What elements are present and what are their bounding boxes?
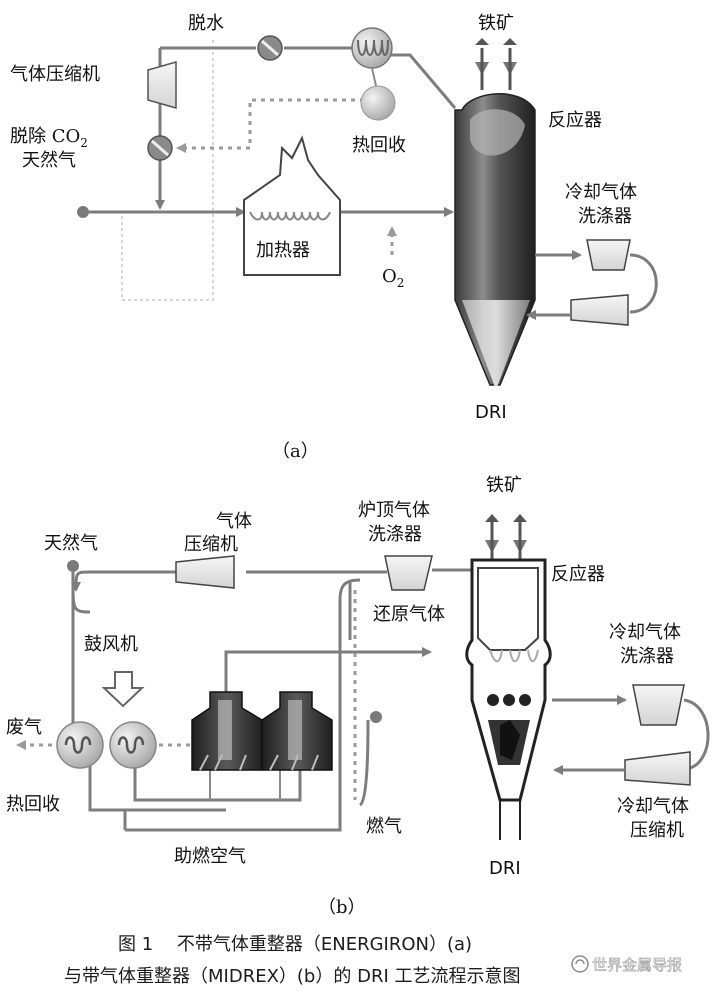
label-exhaust: 废气 [6,717,42,738]
natural-gas-inlet-dot-b [67,560,79,572]
combustion-air-return [125,578,361,832]
heat-recovery-return [176,98,364,153]
label-oxygen: O2 [382,266,404,290]
dewater-valve-icon [257,35,283,61]
label-gas-compressor-a: 气体压缩机 [10,64,100,85]
blower-arrow-icon [101,671,145,708]
label-top-scrubber-2: 洗涤器 [368,524,422,545]
label-combustion-air: 助燃空气 [174,846,246,867]
cooling-scrubber-a-icon [586,239,631,271]
watermark-text: 世界金属导报 [592,956,682,974]
label-reducing-gas: 还原气体 [373,604,445,625]
cooling-compressor-b-icon [624,751,691,786]
label-gas-compressor-b-1: 气体 [216,511,252,532]
label-cooling-scrubber-b-1: 冷却气体 [609,622,681,643]
label-reactor-a: 反应器 [548,110,602,131]
gas-compressor-b-icon [175,555,235,589]
label-panel-b: （b） [318,897,366,918]
heat-recovery-ball-icon [360,85,396,121]
label-heat-recovery-b: 热回收 [6,794,60,815]
reactor-b [465,514,552,840]
cooling-compressor-a-icon [570,294,629,326]
scrubber-loop-b-line [683,698,710,770]
gas-compressor-icon [147,61,177,109]
label-cooling-scrubber-a-2: 洗涤器 [578,206,632,227]
natural-gas-inlet-dot [77,206,89,218]
label-natural-gas-b: 天然气 [44,533,98,554]
heat-recovery-exchanger-1-icon [56,721,104,769]
label-cooling-scrubber-a-1: 冷却气体 [565,182,637,203]
label-co2-removal: 脱除 CO2 [10,126,88,150]
combustion-air-line [133,745,302,802]
exchanger-bottom-line [88,760,226,812]
reactor-top-gas-line [390,53,457,109]
heat-recovery-exchanger-2-icon [109,721,157,769]
fuel-gas-dot [370,711,382,723]
panel-a: 脱水 铁矿 气体压缩机 脱除 CO2 天然气 热回收 反应器 冷却气体 洗涤器 … [10,13,658,462]
label-gas-compressor-b-2: 压缩机 [184,534,238,555]
label-heater: 加热器 [256,240,310,261]
label-natural-gas-a: 天然气 [22,150,76,171]
co2-removal-valve-icon [147,135,173,161]
heat-exchanger-icon [351,27,393,69]
label-top-scrubber-1: 炉顶气体 [358,500,430,521]
label-cooling-compressor-b-2: 压缩机 [630,820,684,841]
label-cooling-compressor-b-1: 冷却气体 [617,796,689,817]
exchanger-link [371,67,377,87]
label-iron-ore-b: 铁矿 [486,475,522,496]
label-cooling-scrubber-b-2: 洗涤器 [620,646,674,667]
label-dri-a: DRI [475,402,507,423]
compressor-to-mix [71,570,176,592]
top-gas-scrubber-icon [384,555,433,591]
figure-caption-line-2: 与带气体重整器（MIDREX）(b）的 DRI 工艺流程示意图 [64,966,520,987]
label-dewater: 脱水 [188,13,224,34]
reformer-unit [191,691,333,771]
label-fuel-gas: 燃气 [366,816,402,837]
label-heat-recovery-a: 热回收 [352,135,406,156]
figure-caption-line-1: 图 1 不带气体重整器（ENERGIRON）(a) [118,934,472,955]
label-reactor-b: 反应器 [551,564,605,585]
reactor-a [454,38,536,390]
label-iron-ore-a: 铁矿 [478,13,514,34]
watermark-logo-icon [571,955,589,973]
panel-b: 铁矿 气体 压缩机 炉顶气体 洗涤器 天然气 反应器 还原气体 鼓风机 冷却气体… [6,475,710,918]
heater-unit [243,135,341,276]
scrubber-loop-line [629,253,658,314]
label-blower: 鼓风机 [84,634,138,655]
watermark: 世界金属导报 [571,955,682,974]
fuel-gas-line [358,719,370,807]
label-panel-a: （a） [272,441,319,462]
cooling-scrubber-b-icon [632,684,685,726]
label-dri-b: DRI [489,858,521,879]
